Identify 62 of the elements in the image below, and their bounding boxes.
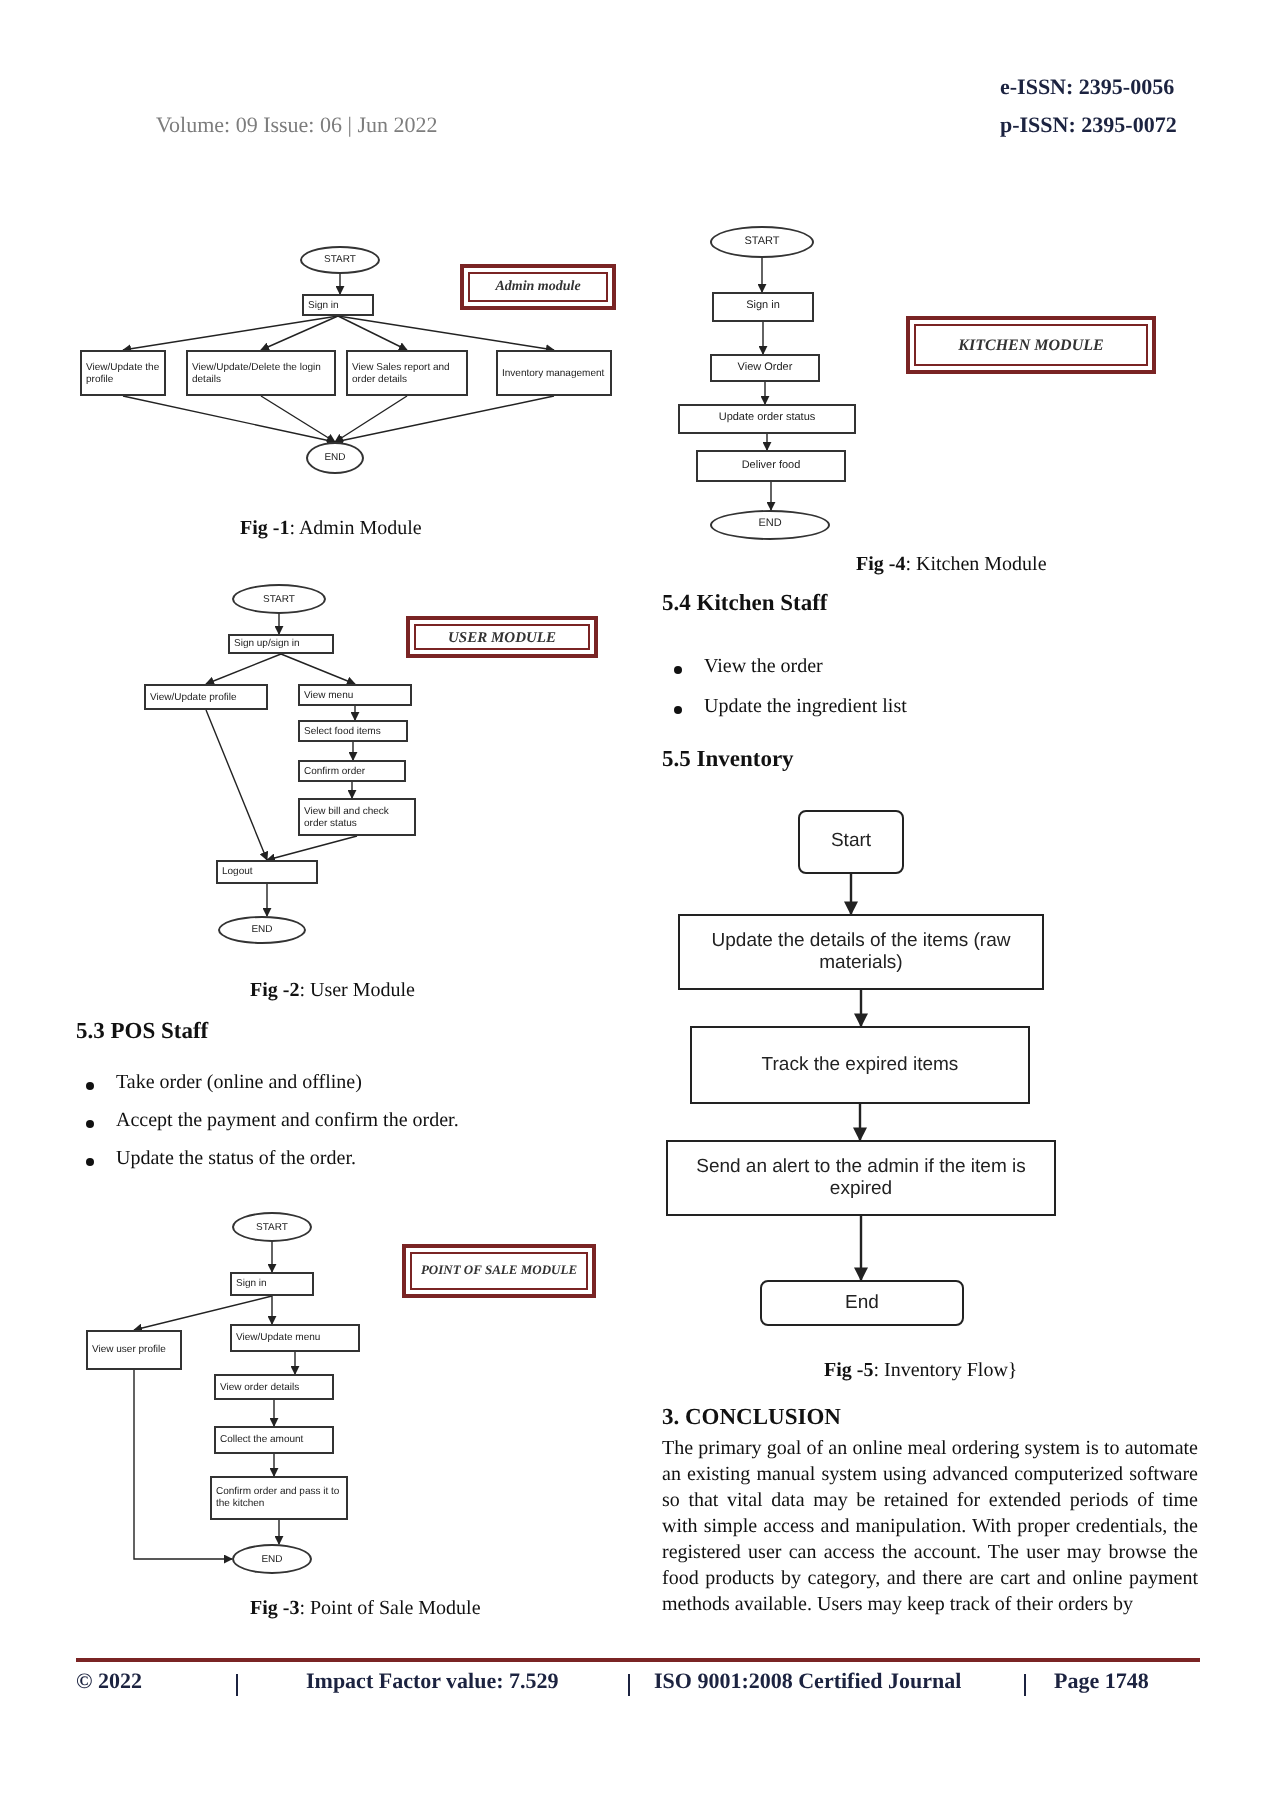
arrow: [274, 1519, 284, 1545]
arrow: [334, 395, 555, 445]
figure-caption: Fig -3: Point of Sale Module: [250, 1598, 483, 1623]
figure-caption: Fig -4: Kitchen Module: [856, 554, 1049, 579]
arrow: [269, 1399, 279, 1427]
arrow: [205, 709, 269, 861]
list-item: View the order: [704, 656, 825, 681]
arrow: [766, 481, 776, 511]
figure-caption: Fig -1: Admin Module: [240, 518, 424, 543]
list-item: Update the status of the order.: [116, 1148, 358, 1173]
issn-text: e-ISSN: 2395-0056: [1000, 76, 1177, 104]
process-box: Track the expired items: [690, 1026, 1030, 1104]
arrow: [854, 1216, 868, 1282]
arrow: [347, 781, 357, 799]
footer-text: © 2022: [76, 1670, 144, 1698]
arrow: [267, 1295, 277, 1325]
arrow: [758, 321, 768, 355]
arrow: [762, 433, 772, 451]
process-box: Update the details of the items (raw materials): [678, 914, 1044, 990]
arrow: [350, 705, 360, 721]
arrow: [267, 1241, 277, 1273]
arrow: [122, 315, 339, 354]
footer-text: Page 1748: [1054, 1670, 1151, 1698]
arrow: [854, 990, 868, 1028]
list-item: Update the ingredient list: [704, 696, 909, 721]
arrow: [334, 395, 408, 443]
arrow: [290, 1351, 300, 1375]
process-box: Send an alert to the admin if the item is expired: [666, 1140, 1056, 1216]
issue-text: Volume: 09 Issue: 06 | Jun 2022: [156, 114, 440, 142]
issn-text: p-ISSN: 2395-0072: [1000, 114, 1179, 142]
arrow: [757, 257, 767, 293]
section-heading: 5.3 POS Staff: [76, 1018, 211, 1047]
terminal-box: Start: [798, 810, 904, 874]
arrow: [337, 315, 555, 354]
terminal-box: End: [760, 1280, 964, 1326]
section-heading: 5.5 Inventory: [662, 746, 796, 775]
figure-caption: Fig -2: User Module: [250, 980, 417, 1005]
arrow: [760, 381, 770, 405]
arrow: [205, 653, 282, 686]
arrow: [262, 883, 272, 917]
arrow: [853, 1104, 867, 1142]
section-heading: 3. CONCLUSION: [662, 1404, 843, 1433]
arrow: [260, 395, 336, 443]
figure-caption: Fig -5: Inventory Flow}: [824, 1360, 1020, 1385]
arrow: [844, 874, 858, 916]
section-heading: 5.4 Kitchen Staff: [662, 590, 830, 619]
arrow: [335, 273, 345, 295]
list-item: Take order (online and offline): [116, 1072, 364, 1097]
arrow: [337, 315, 408, 351]
arrow: [280, 653, 356, 686]
arrow: [348, 741, 358, 761]
arrow: [133, 1369, 233, 1564]
arrow: [260, 315, 339, 351]
footer-text: Impact Factor value: 7.529: [306, 1670, 561, 1698]
arrow: [133, 1295, 273, 1333]
arrow: [274, 613, 284, 635]
footer-text: ISO 9001:2008 Certified Journal: [654, 1670, 964, 1698]
module-title-box: KITCHEN MODULE: [906, 316, 1156, 374]
paragraph: The primary goal of an online meal ordering system is to automate an existing manual system using advanced computerized software so that vital data may be retained for extended periods of time with simple access and manipulation. With proper credentials, the registered user can access the account. The user may browse the food products by category, and there are cart and online payment methods available. Users may keep track of their orders by: [662, 1436, 1198, 1618]
arrow: [266, 835, 358, 863]
arrow: [269, 1453, 279, 1477]
list-item: Accept the payment and confirm the order.: [116, 1110, 461, 1135]
